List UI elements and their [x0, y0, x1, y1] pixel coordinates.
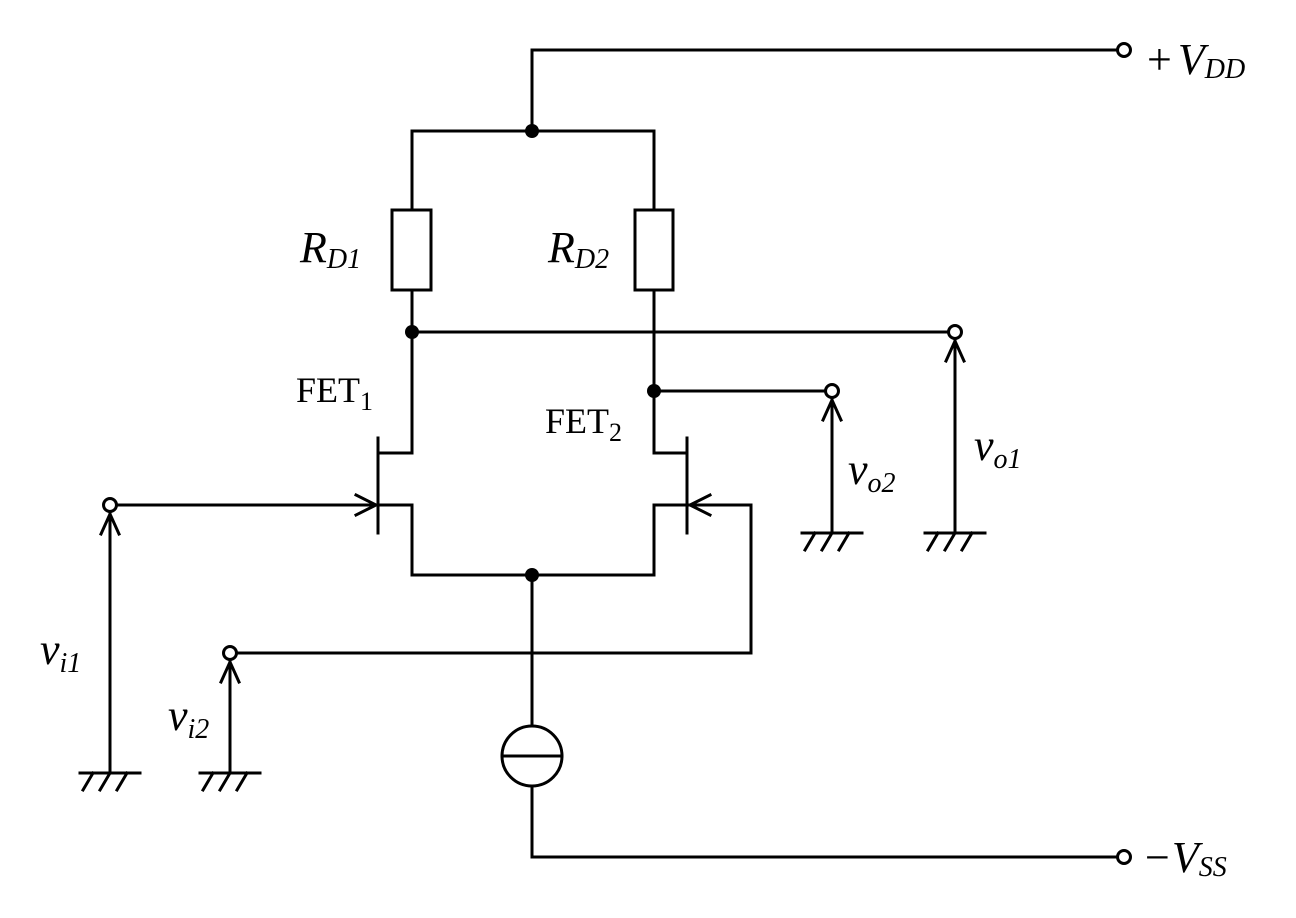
vo1-ground-symbol — [923, 530, 987, 553]
gate2-input-wire — [235, 503, 753, 655]
vi1-voltage-arrow — [99, 510, 121, 775]
drain2-junction — [647, 384, 661, 398]
vi2-terminal — [222, 645, 238, 661]
resistor-rd2 — [633, 208, 675, 292]
vi1-ground-symbol — [78, 770, 142, 793]
fet1-drain-wire — [376, 288, 414, 455]
top-bus-wire — [410, 129, 656, 212]
top-junction — [525, 124, 539, 138]
vo2-label: vo2 — [848, 445, 896, 499]
vss-rail-wire — [530, 784, 1119, 859]
vi2-label: vi2 — [168, 691, 209, 745]
vo1-voltage-arrow — [944, 337, 966, 535]
fet2-drain-wire — [652, 288, 689, 455]
drain1-junction — [405, 325, 419, 339]
vdd-rail-wire — [530, 48, 1119, 133]
vo1-terminal — [947, 324, 963, 340]
fet1-label: FET1 — [296, 370, 373, 416]
vss-terminal — [1116, 849, 1132, 865]
vi1-terminal — [102, 497, 118, 513]
rd2-label: RD2 — [547, 223, 609, 275]
vdd-label: +VDD — [1147, 35, 1245, 85]
gate1-arrow — [353, 492, 380, 518]
vi2-voltage-arrow — [219, 658, 241, 775]
vi1-label: vi1 — [40, 625, 81, 679]
vss-label: −VSS — [1145, 833, 1227, 883]
source-junction — [525, 568, 539, 582]
resistor-rd1 — [390, 208, 433, 292]
vo1-label: vo1 — [974, 421, 1022, 475]
vo2-terminal — [824, 383, 840, 399]
gate2-arrow — [686, 492, 713, 518]
vo2-voltage-arrow — [821, 396, 843, 535]
rd1-label: RD1 — [299, 223, 361, 275]
vdd-terminal — [1116, 42, 1132, 58]
common-source-wire — [376, 503, 689, 577]
fet2-label: FET2 — [545, 401, 622, 447]
vi2-ground-symbol — [198, 770, 262, 793]
vo2-ground-symbol — [800, 530, 864, 553]
